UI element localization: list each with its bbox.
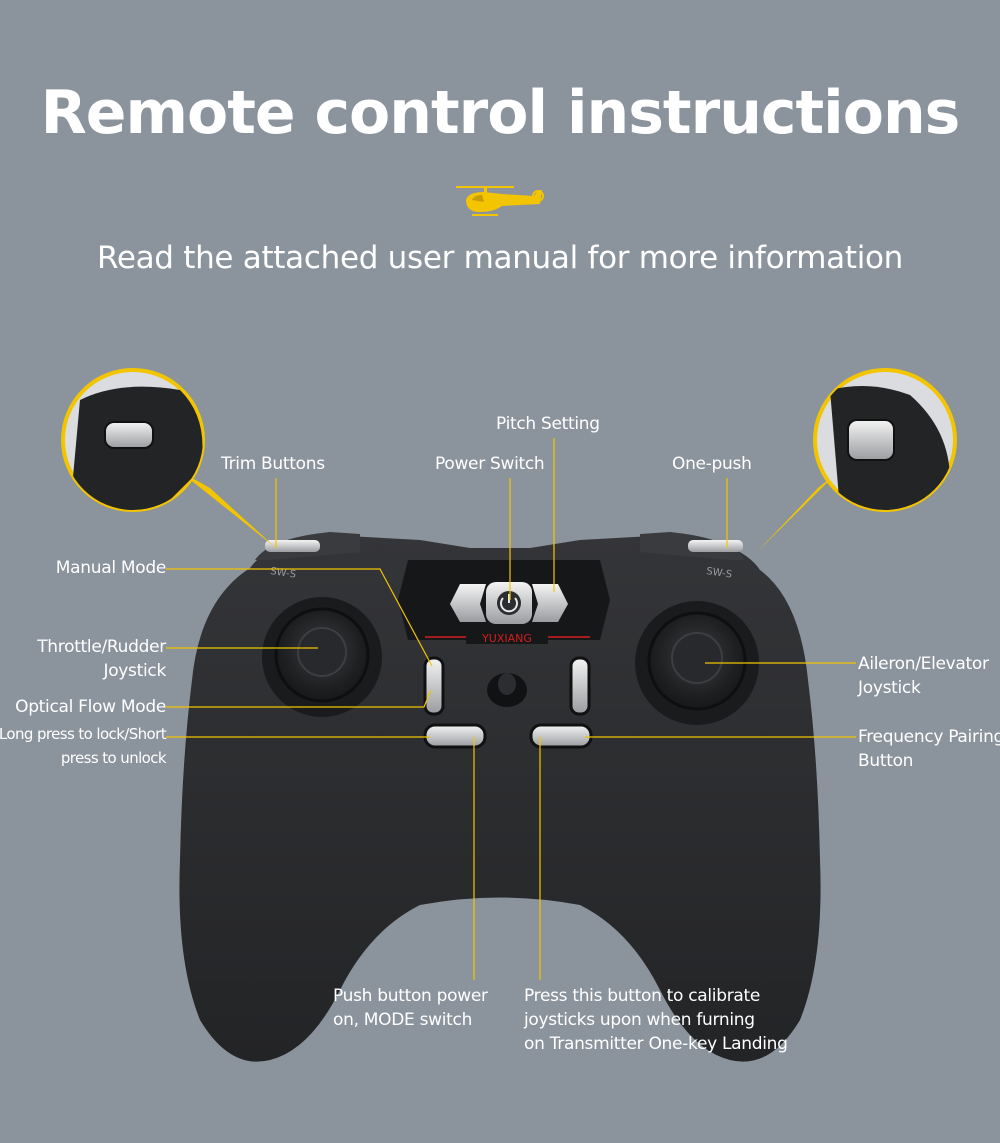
label-optical-flow-mode: Optical Flow Mode xyxy=(15,697,166,717)
lock-unlock-button[interactable] xyxy=(423,723,487,749)
subtitle: Read the attached user manual for more i… xyxy=(96,240,904,276)
label-calibrate: Press this button to calibrate joysticks… xyxy=(524,986,788,1054)
label-power-switch: Power Switch xyxy=(435,454,545,474)
power-button-cluster[interactable] xyxy=(450,582,568,624)
aileron-elevator-joystick[interactable] xyxy=(635,601,759,725)
right-zoom-callout xyxy=(757,368,957,552)
page-title: Remote control instructions xyxy=(40,78,961,148)
right-shoulder-button[interactable] xyxy=(688,540,743,552)
left-shoulder-button[interactable] xyxy=(265,540,320,552)
label-lock-unlock: Long press to lock/Short press to unlock xyxy=(0,725,167,767)
throttle-rudder-joystick[interactable] xyxy=(262,597,382,717)
label-frequency-pairing: Frequency Pairing Button xyxy=(858,727,1000,771)
brand-text: YUXIANG xyxy=(481,632,532,645)
frequency-pairing-button[interactable] xyxy=(529,723,593,749)
left-switch-label: SW-S xyxy=(270,566,297,580)
label-trim-buttons: Trim Buttons xyxy=(221,454,325,474)
left-trim-button[interactable] xyxy=(423,656,445,716)
right-switch-label: SW-S xyxy=(706,566,733,580)
label-throttle-rudder: Throttle/Rudder Joystick xyxy=(37,637,166,681)
label-pitch-setting: Pitch Setting xyxy=(496,414,600,434)
label-manual-mode: Manual Mode xyxy=(55,558,167,578)
power-icon[interactable] xyxy=(497,591,521,615)
label-one-push: One-push xyxy=(672,454,752,474)
helicopter-icon xyxy=(456,186,544,216)
label-push-button-power: Push button power on, MODE switch xyxy=(333,986,488,1030)
mode-toggle-switch[interactable] xyxy=(487,673,527,707)
left-zoom-callout xyxy=(61,368,276,548)
right-trim-button[interactable] xyxy=(569,656,591,716)
label-aileron-elevator: Aileron/Elevator Joystick xyxy=(858,654,989,698)
leader-lines xyxy=(166,438,856,980)
